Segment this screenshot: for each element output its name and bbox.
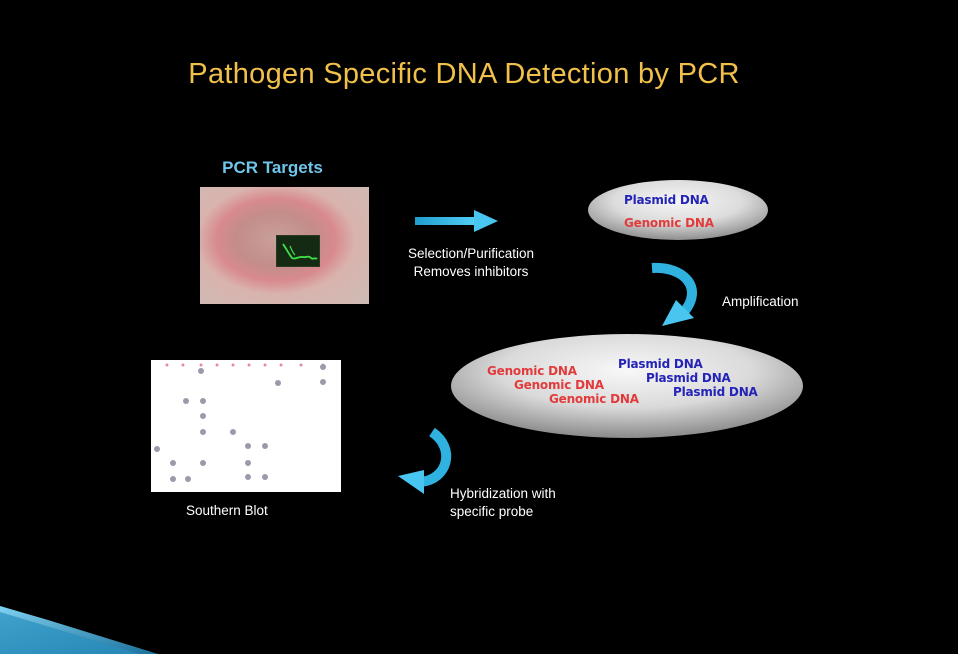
spirochete-icon <box>282 243 318 260</box>
top-genomic-label: Genomic DNA <box>624 216 714 230</box>
amplification-label: Amplification <box>722 294 799 309</box>
hybridization-label: Hybridization with specific probe <box>450 485 556 521</box>
genomic-label-2: Genomic DNA <box>514 378 604 392</box>
curved-arrow-hybridization-icon <box>398 427 452 494</box>
selection-line-2: Removes inhibitors <box>413 264 529 279</box>
plasmid-label-1: Plasmid DNA <box>618 357 703 371</box>
top-plasmid-label: Plasmid DNA <box>624 193 709 207</box>
right-arrow-icon <box>415 210 498 232</box>
selection-line-1: Selection/Purification <box>407 246 535 261</box>
bottom-dna-ellipse <box>451 334 803 438</box>
curved-arrow-down-icon <box>651 262 697 326</box>
southern-blot-label: Southern Blot <box>186 503 268 518</box>
slide-title: Pathogen Specific DNA Detection by PCR <box>188 58 740 90</box>
plasmid-label-2: Plasmid DNA <box>646 371 731 385</box>
southern-blot-image <box>151 360 341 492</box>
corner-decoration <box>0 606 158 654</box>
pcr-targets-heading: PCR Targets <box>222 158 323 177</box>
skin-rash-photo <box>200 187 369 304</box>
selection-label: Selection/Purification Removes inhibitor… <box>392 245 550 281</box>
genomic-label-1: Genomic DNA <box>487 364 577 378</box>
top-dna-ellipse <box>588 180 768 240</box>
hybridization-line-2: specific probe <box>450 504 534 519</box>
hybridization-line-1: Hybridization with <box>450 486 556 501</box>
blot-bands <box>154 363 326 482</box>
plasmid-label-3: Plasmid DNA <box>673 385 758 399</box>
genomic-label-3: Genomic DNA <box>549 392 639 406</box>
microscopy-inset-image <box>276 235 320 267</box>
